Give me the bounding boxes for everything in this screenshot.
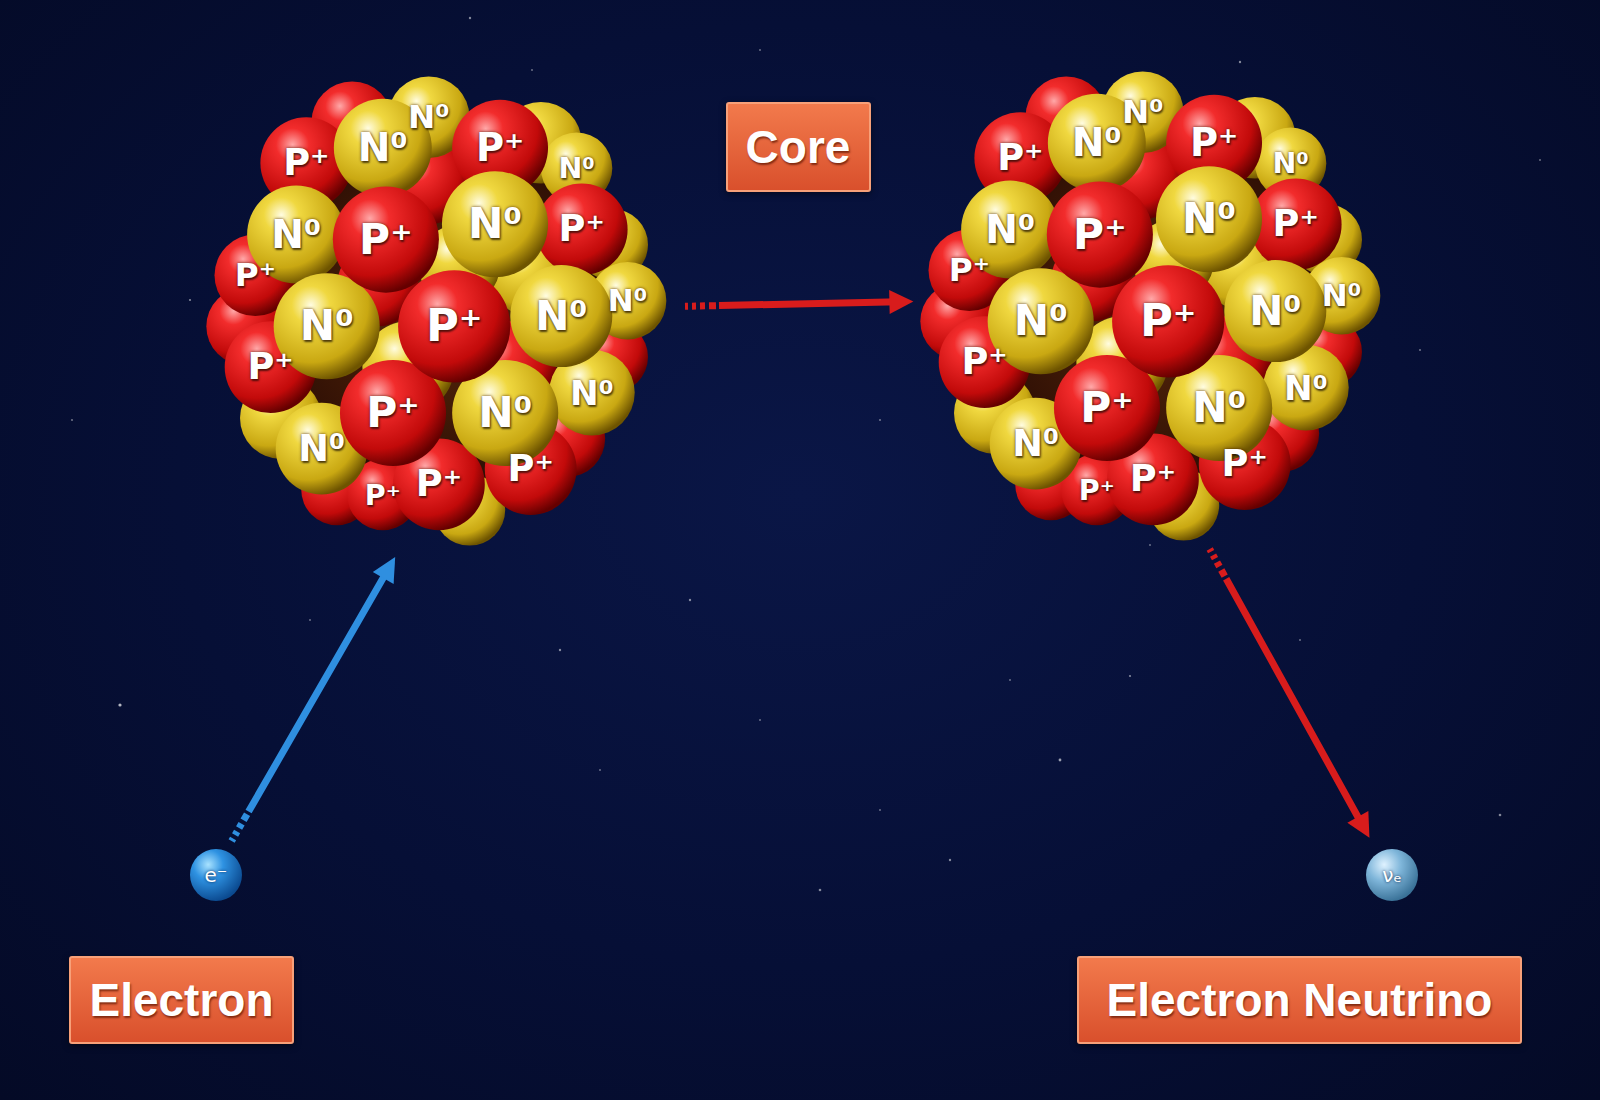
nucleon-label: N⁰ (1284, 370, 1328, 404)
nucleon-sphere (1156, 166, 1262, 272)
nucleon-label: N⁰ (985, 210, 1035, 249)
nucleon-label: N⁰ (408, 101, 450, 134)
nucleon-label: N⁰ (1272, 149, 1308, 178)
particle-circle (190, 849, 242, 901)
particle-circle (1366, 849, 1418, 901)
nucleon-label: P⁺ (1222, 446, 1268, 483)
nucleon-sphere (536, 184, 628, 276)
nucleon-label: N⁰ (570, 375, 614, 409)
label-box: Electron (69, 956, 294, 1044)
nucleon-label: P⁺ (1140, 299, 1197, 344)
nucleon-label: N⁰ (1322, 280, 1362, 311)
label-text: Electron Neutrino (1107, 975, 1493, 1026)
nucleon-label: P⁺ (476, 129, 524, 167)
reaction-arrow (232, 570, 388, 841)
nucleon-label: P⁺ (365, 480, 401, 509)
nucleon-label: P⁺ (247, 349, 293, 386)
nucleon-sphere (1224, 260, 1326, 362)
nucleon-label: N⁰ (1192, 387, 1246, 429)
nucleon-sphere (510, 265, 612, 367)
particle-symbol: e⁻ (205, 865, 228, 885)
nucleon-label: P⁺ (1073, 213, 1126, 255)
nucleon-sphere (1047, 182, 1153, 288)
nucleon-sphere (333, 187, 439, 293)
nucleon-label: N⁰ (271, 215, 321, 254)
nucleon-label: P⁺ (416, 466, 462, 503)
nucleon-label: N⁰ (558, 154, 594, 183)
label-box: Electron Neutrino (1077, 956, 1522, 1044)
electron-particle: e⁻ (190, 849, 242, 901)
nucleon-label: N⁰ (1182, 198, 1236, 240)
nucleon-label: N⁰ (1072, 123, 1122, 162)
nucleon-label: N⁰ (1122, 96, 1164, 129)
nucleon-label: P⁺ (426, 304, 483, 349)
nucleon-label: P⁺ (1130, 461, 1176, 498)
nucleon-label: N⁰ (535, 296, 587, 337)
nucleon-label: N⁰ (1012, 425, 1059, 462)
nucleon-sphere (1250, 179, 1342, 271)
stars (71, 17, 1541, 892)
nucleon-sphere (442, 171, 548, 277)
label-text: Electron (89, 975, 273, 1026)
nucleon-sphere (398, 270, 510, 382)
nucleon-label: P⁺ (283, 145, 329, 182)
nucleon-label: P⁺ (1273, 206, 1319, 243)
nucleon-label: P⁺ (1079, 475, 1115, 504)
nucleon-label: P⁺ (1190, 124, 1238, 162)
atomic-nucleus: P⁺N⁰N⁰P⁺N⁰N⁰P⁺N⁰P⁺P⁺N⁰N⁰P⁺N⁰P⁺N⁰P⁺N⁰N⁰P⁺… (209, 76, 679, 546)
nucleon-label: P⁺ (359, 218, 412, 260)
nucleon-label: N⁰ (1249, 291, 1301, 332)
neutrino-particle: νₑ (1366, 849, 1418, 901)
label-text: Core (746, 122, 851, 173)
nucleon-label: P⁺ (235, 259, 276, 292)
nucleon-sphere (1112, 265, 1224, 377)
nucleon-label: P⁺ (559, 211, 605, 248)
nucleon-label: P⁺ (1080, 387, 1133, 429)
nucleon-label: N⁰ (298, 430, 345, 467)
particle-symbol: νₑ (1382, 865, 1402, 885)
reaction-arrow (685, 302, 899, 307)
nucleon-label: P⁺ (997, 140, 1043, 177)
nucleon-label: N⁰ (478, 392, 532, 434)
nucleon-label: N⁰ (608, 285, 648, 316)
nucleon-label: N⁰ (1014, 300, 1068, 342)
nucleon-label: P⁺ (949, 254, 990, 287)
title-label-box: Core (726, 102, 871, 192)
reaction-arrow (1210, 549, 1363, 825)
nucleon-label: N⁰ (300, 305, 354, 347)
nucleon-label: P⁺ (366, 392, 419, 434)
nucleon-label: N⁰ (358, 128, 408, 167)
nucleon-label: P⁺ (508, 451, 554, 488)
atomic-nucleus: P⁺N⁰N⁰P⁺N⁰N⁰P⁺N⁰P⁺P⁺N⁰N⁰P⁺N⁰P⁺N⁰P⁺N⁰N⁰P⁺… (923, 71, 1393, 541)
nucleon-label: P⁺ (961, 344, 1007, 381)
nucleon-label: N⁰ (468, 203, 522, 245)
